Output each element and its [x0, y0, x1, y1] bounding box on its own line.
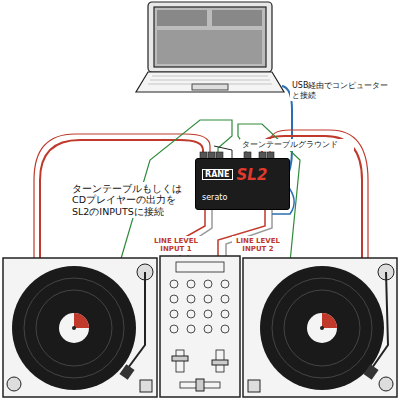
laptop	[136, 2, 284, 92]
brand-name: serato	[202, 193, 283, 202]
brand-name: RANE	[202, 169, 233, 180]
turntable	[3, 258, 157, 397]
model-name: SL2	[237, 166, 268, 184]
input-label: LINE LEVEL INPUT 2	[232, 236, 284, 255]
input-label: LINE LEVEL INPUT 1	[150, 236, 202, 255]
mixer	[160, 256, 240, 397]
turntable	[243, 258, 397, 397]
annotation: ターンテーブルグラウンド	[240, 139, 354, 151]
annotation: USB経由でコンピューターと接続	[290, 80, 398, 101]
annotation: ターンテーブルもしくはCDプレイヤーの出力をSL2のINPUTSに接続	[70, 182, 186, 218]
interface-box: RANE SL2 serato	[195, 158, 290, 210]
